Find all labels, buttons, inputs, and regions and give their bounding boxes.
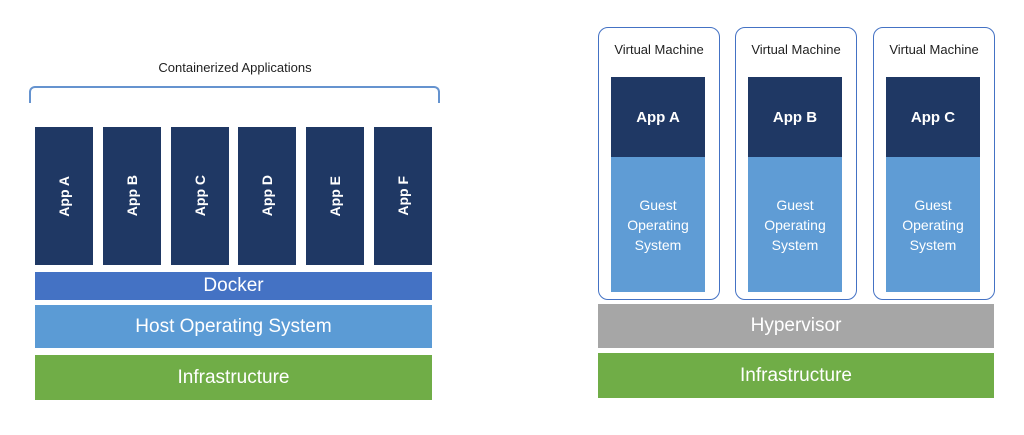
container-app-b-label: App B <box>123 175 140 217</box>
vm-2-app: App B <box>748 77 842 157</box>
infrastructure-layer-right: Infrastructure <box>598 353 994 398</box>
host-os-layer-label: Host Operating System <box>135 315 332 337</box>
container-app-c-label: App C <box>191 175 208 217</box>
container-app-e: App E <box>306 127 365 265</box>
vm-3-guest-os-label: Guest Operating System <box>902 196 964 253</box>
container-apps-row: App A App B App C App D App E App F <box>35 127 432 265</box>
container-app-a-label: App A <box>56 175 72 217</box>
container-app-d: App D <box>238 127 297 265</box>
containerized-applications-bracket <box>29 86 440 103</box>
infrastructure-layer-left: Infrastructure <box>35 355 432 400</box>
vm-1-guest-os: Guest Operating System <box>611 157 705 292</box>
virtual-machine-2-title: Virtual Machine <box>751 42 841 57</box>
hypervisor-layer: Hypervisor <box>598 304 994 348</box>
vm-3-guest-os: Guest Operating System <box>886 157 980 292</box>
vm-2-guest-os: Guest Operating System <box>748 157 842 292</box>
infrastructure-right-label: Infrastructure <box>740 364 852 386</box>
vm-2-guest-os-label: Guest Operating System <box>764 196 826 253</box>
infrastructure-left-label: Infrastructure <box>177 366 290 388</box>
virtual-machine-1: Virtual Machine App A Guest Operating Sy… <box>598 27 720 300</box>
container-app-f: App F <box>373 127 432 265</box>
docker-layer: Docker <box>35 272 432 300</box>
host-os-layer: Host Operating System <box>35 305 432 348</box>
hypervisor-layer-label: Hypervisor <box>750 315 842 336</box>
vm-3-app: App C <box>886 77 980 157</box>
vm-1-guest-os-label: Guest Operating System <box>627 196 689 253</box>
container-app-d-label: App D <box>259 175 276 217</box>
container-app-b: App B <box>102 127 161 265</box>
virtual-machine-1-title: Virtual Machine <box>614 42 704 57</box>
vm-1-app-label: App A <box>636 108 680 126</box>
vm-3-app-label: App C <box>910 108 956 126</box>
container-app-c: App C <box>170 127 229 265</box>
vm-2-app-label: App B <box>772 108 818 126</box>
virtual-machine-3-title: Virtual Machine <box>889 42 979 57</box>
container-app-f-label: App F <box>394 176 411 216</box>
vm-1-app: App A <box>611 77 705 157</box>
containerized-applications-title: Containerized Applications <box>158 60 312 75</box>
virtual-machine-3: Virtual Machine App C Guest Operating Sy… <box>873 27 995 300</box>
docker-layer-label: Docker <box>203 275 264 296</box>
virtual-machine-2: Virtual Machine App B Guest Operating Sy… <box>735 27 857 300</box>
container-app-a: App A <box>35 127 93 265</box>
container-app-e-label: App E <box>327 175 344 217</box>
